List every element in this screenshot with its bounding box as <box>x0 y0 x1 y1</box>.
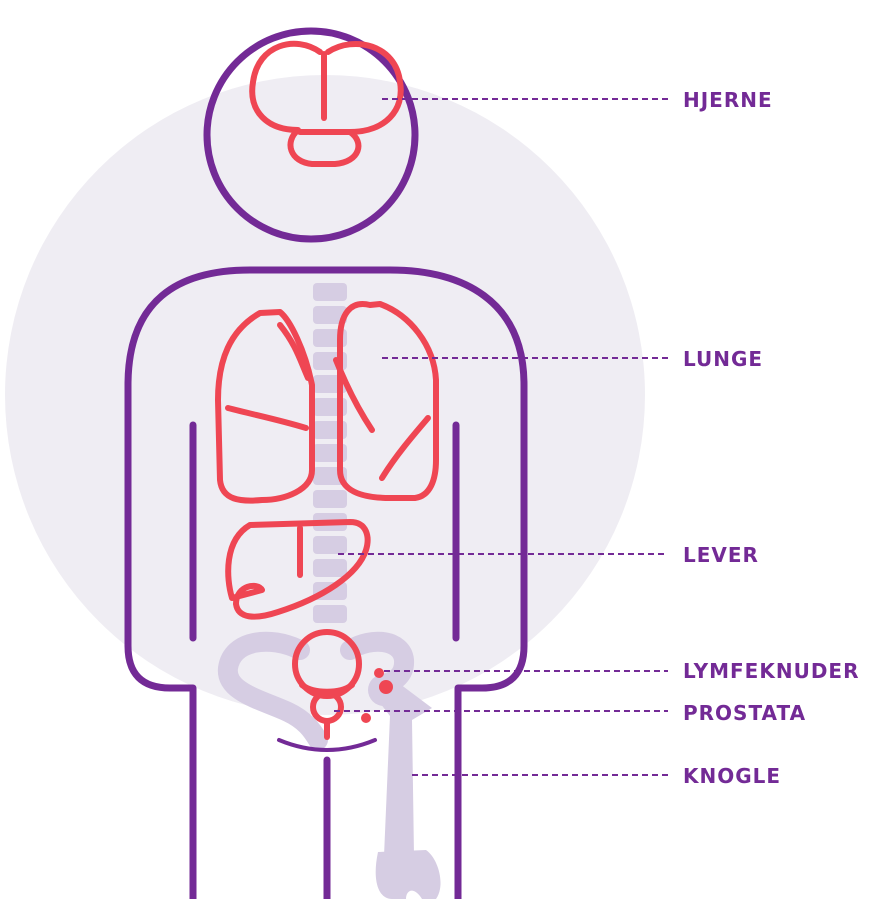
vertebra <box>313 490 347 508</box>
vertebra <box>313 559 347 577</box>
label-prostata: PROSTATA <box>683 701 806 725</box>
vertebra <box>313 536 347 554</box>
label-lymfeknuder: LYMFEKNUDER <box>683 659 859 683</box>
label-knogle: KNOGLE <box>683 764 781 788</box>
lymph-node <box>361 713 371 723</box>
vertebra <box>313 283 347 301</box>
femur-knee <box>376 850 441 899</box>
label-hjerne: HJERNE <box>683 88 773 112</box>
vertebra <box>313 605 347 623</box>
lymph-node <box>374 668 384 678</box>
label-lever: LEVER <box>683 543 759 567</box>
label-lunge: LUNGE <box>683 347 763 371</box>
lymph-node <box>379 680 393 694</box>
